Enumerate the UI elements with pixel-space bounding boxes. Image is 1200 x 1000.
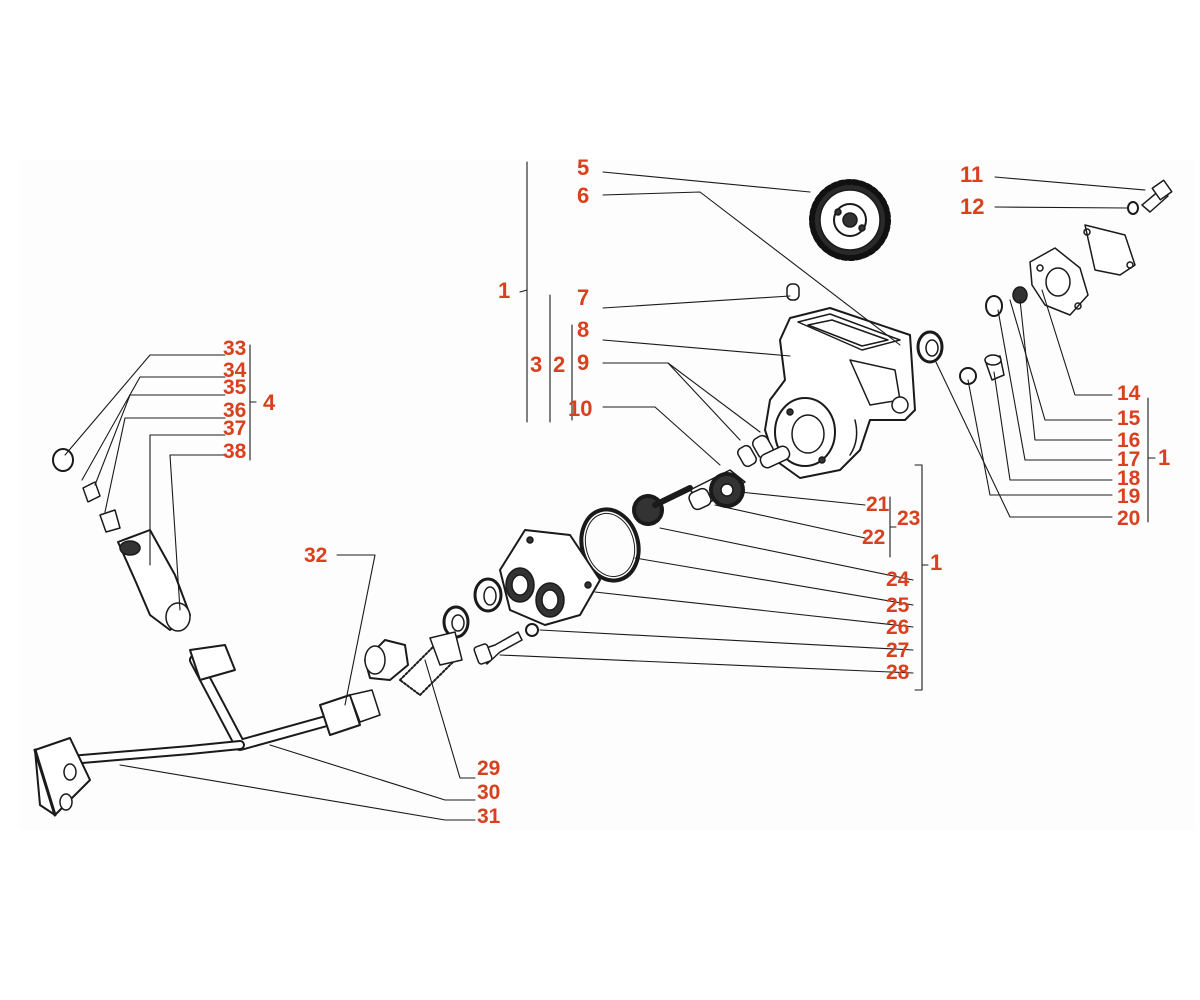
callout-37: 37 xyxy=(223,417,247,440)
relief-valve-part xyxy=(364,631,463,696)
callout-12: 12 xyxy=(960,194,985,219)
callout-25: 25 xyxy=(886,594,910,617)
callout-21: 21 xyxy=(866,493,890,516)
washers-part xyxy=(442,577,539,665)
gear-part xyxy=(809,179,891,261)
dowel-pin-part xyxy=(786,283,800,301)
callout-1-top: 1 xyxy=(498,278,511,303)
small-fittings-part xyxy=(959,286,1028,385)
valve-assembly-part xyxy=(52,448,191,632)
callout-31: 31 xyxy=(477,805,501,828)
callout-10: 10 xyxy=(568,396,593,421)
pump-cover-part xyxy=(499,529,601,626)
pump-housing-part xyxy=(764,307,916,479)
callout-8: 8 xyxy=(577,317,590,342)
callout-7: 7 xyxy=(577,285,590,310)
rotor-parts xyxy=(632,434,791,526)
callout-32: 32 xyxy=(304,544,328,567)
callout-34: 34 xyxy=(223,359,247,382)
callout-24: 24 xyxy=(886,568,910,591)
bolt-part xyxy=(1127,179,1173,215)
callout-17: 17 xyxy=(1117,448,1141,471)
callout-22: 22 xyxy=(862,526,886,549)
callout-26: 26 xyxy=(886,616,910,639)
callout-3: 3 xyxy=(530,352,543,377)
callout-23: 23 xyxy=(897,507,921,530)
seal-ring-part xyxy=(916,330,944,364)
leader-lines xyxy=(64,161,1156,821)
callout-11: 11 xyxy=(960,162,984,187)
callout-38: 38 xyxy=(223,440,247,463)
callout-16: 16 xyxy=(1117,429,1141,452)
callout-15: 15 xyxy=(1117,407,1141,430)
callout-1-mid: 1 xyxy=(930,550,943,575)
callout-19: 19 xyxy=(1117,485,1141,508)
callout-18: 18 xyxy=(1117,467,1141,490)
callout-29: 29 xyxy=(477,757,501,780)
callout-14: 14 xyxy=(1117,382,1141,405)
callout-33: 33 xyxy=(223,337,247,360)
callout-5: 5 xyxy=(577,155,590,180)
callout-35: 35 xyxy=(223,376,247,399)
pipe-assembly-part xyxy=(33,644,381,817)
callout-27: 27 xyxy=(886,639,910,662)
callout-2: 2 xyxy=(553,352,566,377)
callout-30: 30 xyxy=(477,781,501,804)
callout-28: 28 xyxy=(886,661,910,684)
callout-9: 9 xyxy=(577,350,590,375)
callout-4: 4 xyxy=(263,390,276,415)
callout-6: 6 xyxy=(577,183,590,208)
callout-36: 36 xyxy=(223,399,247,422)
callout-1-right: 1 xyxy=(1158,445,1171,470)
callout-20: 20 xyxy=(1117,507,1141,530)
o-ring-part xyxy=(579,507,641,583)
